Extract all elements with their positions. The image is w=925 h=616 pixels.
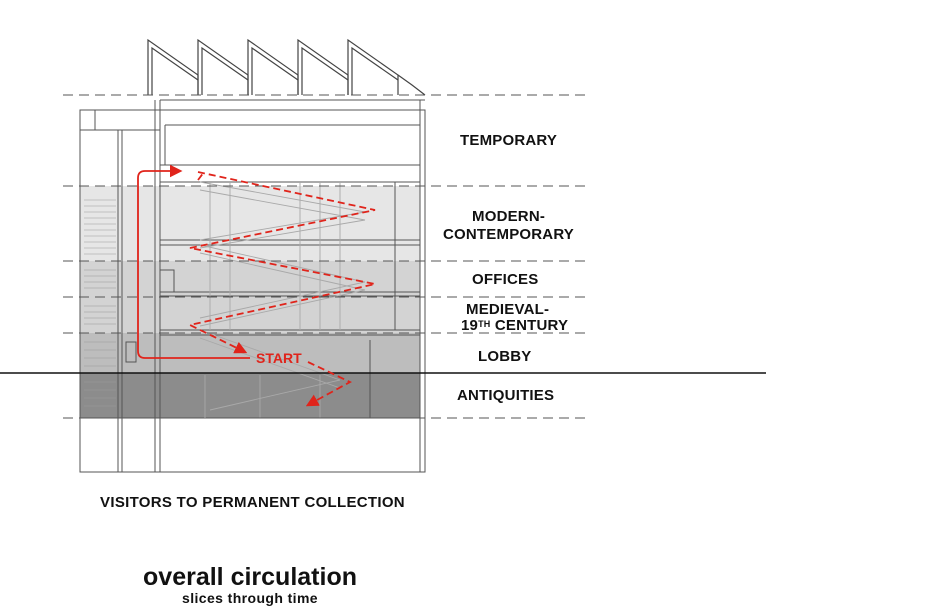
interior-ramps [199,181,366,418]
antiquities-route [305,361,352,407]
medieval-century-word: CENTURY [490,317,569,334]
band-antiquities [80,373,420,418]
level-label-offices: OFFICES [472,271,539,288]
elevator-route [137,164,250,359]
level-label-medieval-2: 19TH CENTURY [461,317,568,335]
circulation-path [137,164,376,407]
level-label-modern-1: MODERN- [472,208,546,225]
diagram-caption: VISITORS TO PERMANENT COLLECTION [100,494,405,511]
band-modern [80,186,420,261]
ramp-start-arrow [197,171,205,181]
start-label: START [256,350,302,366]
level-bands [80,186,420,418]
level-dividers [63,94,590,419]
band-lobby [80,333,420,373]
level-label-temporary: TEMPORARY [460,132,558,149]
roof-sawtooth [147,38,426,96]
stair-core-hatch [84,199,116,407]
medieval-century-number: 19 [461,317,479,334]
level-label-lobby: LOBBY [478,348,532,365]
page-title: overall circulation [143,563,357,591]
level-label-antiquities: ANTIQUITIES [457,387,555,404]
medieval-century-suffix: TH [478,319,491,329]
ramp-descent-route [187,171,376,354]
page-subtitle: slices through time [182,590,318,606]
level-label-medieval-1: MEDIEVAL- [466,301,550,318]
level-label-modern-2: CONTEMPORARY [443,226,575,243]
